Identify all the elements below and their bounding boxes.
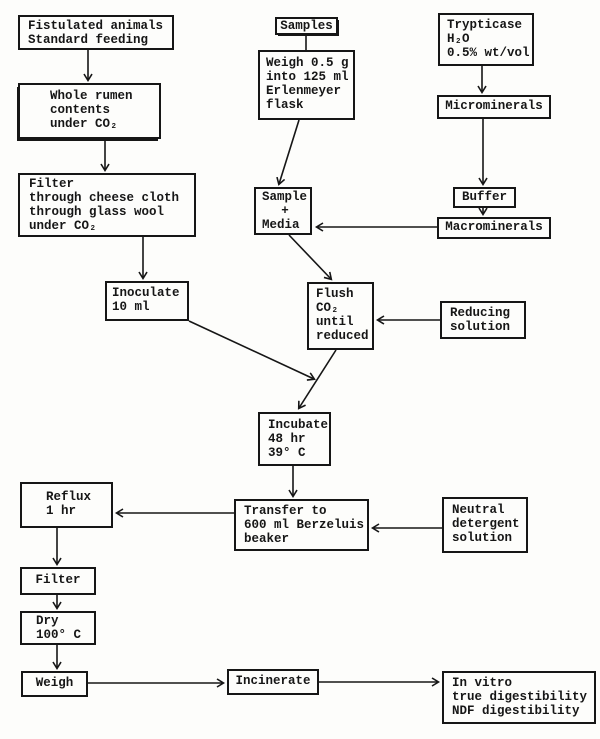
node-whole-rumen-contents: Whole rumen contents under CO₂ bbox=[18, 83, 161, 139]
node-filter-step: Filter bbox=[20, 567, 96, 595]
node-trypticase-solution: Trypticase H₂O 0.5% wt/vol bbox=[438, 13, 534, 66]
node-text-line: Media bbox=[262, 218, 300, 232]
node-text-line: Microminerals bbox=[445, 99, 543, 113]
node-text-line: CO₂ bbox=[316, 301, 339, 315]
node-text-line: 600 ml Berzeluis bbox=[244, 518, 365, 532]
node-neutral-detergent: Neutral detergent solution bbox=[442, 497, 528, 553]
node-text-line: Inoculate bbox=[112, 286, 180, 300]
node-text-line: Weigh bbox=[35, 676, 74, 690]
node-text-line: Trypticase bbox=[447, 18, 523, 32]
node-reducing-solution: Reducing solution bbox=[440, 301, 526, 339]
connector-weigh-flask-to-sample-media bbox=[279, 119, 300, 184]
node-dry: Dry 100° C bbox=[20, 611, 96, 645]
node-text-line: H₂O bbox=[447, 32, 470, 46]
node-text-line: Transfer to bbox=[244, 504, 327, 518]
node-text-line: true digestibility bbox=[452, 690, 588, 704]
node-text-line: 1 hr bbox=[46, 504, 77, 518]
node-text-line: 10 ml bbox=[112, 300, 150, 314]
node-text-line: Sample bbox=[262, 190, 308, 204]
node-text-line: Samples bbox=[280, 19, 333, 33]
node-text-line: Whole rumen bbox=[50, 89, 133, 103]
node-text-line: Filter bbox=[29, 177, 75, 191]
node-text-line: under CO₂ bbox=[29, 219, 97, 233]
node-text-line: Reducing bbox=[450, 306, 511, 320]
node-text-line: through cheese cloth bbox=[29, 191, 180, 205]
node-text-line: through glass wool bbox=[29, 205, 165, 219]
node-text-line: 39° C bbox=[268, 446, 306, 460]
node-text-line: Fistulated animals bbox=[28, 19, 164, 33]
node-text-line: 0.5% wt/vol bbox=[447, 46, 530, 60]
node-text-line: Filter bbox=[35, 573, 81, 587]
node-text-line: + bbox=[281, 204, 289, 218]
node-weigh-step: Weigh bbox=[21, 671, 88, 697]
node-text-line: Weigh 0.5 g bbox=[266, 56, 349, 70]
node-text-line: flask bbox=[266, 98, 304, 112]
node-text-line: Incubate bbox=[268, 418, 329, 432]
node-macrominerals: Macrominerals bbox=[437, 217, 551, 239]
node-samples: Samples bbox=[275, 17, 338, 35]
connector-sample-media-to-flush bbox=[288, 234, 331, 279]
node-buffer: Buffer bbox=[453, 187, 516, 208]
node-text-line: NDF digestibility bbox=[452, 704, 580, 718]
node-weigh-into-flask: Weigh 0.5 g into 125 ml Erlenmeyer flask bbox=[258, 50, 355, 120]
node-incinerate: Incinerate bbox=[227, 669, 319, 695]
node-text-line: into 125 ml bbox=[266, 70, 349, 84]
node-flush-co2: Flush CO₂ until reduced bbox=[307, 282, 374, 350]
node-text-line: Erlenmeyer bbox=[266, 84, 342, 98]
node-results-digestibility: In vitro true digestibility NDF digestib… bbox=[442, 671, 596, 724]
node-text-line: reduced bbox=[316, 329, 369, 343]
node-text-line: Standard feeding bbox=[28, 33, 149, 47]
node-text-line: 100° C bbox=[36, 628, 82, 642]
node-text-line: beaker bbox=[244, 532, 290, 546]
node-text-line: Flush bbox=[316, 287, 354, 301]
node-text-line: until bbox=[316, 315, 354, 329]
node-microminerals: Microminerals bbox=[437, 95, 551, 119]
node-fistulated-animals: Fistulated animals Standard feeding bbox=[18, 15, 174, 50]
node-text-line: Incinerate bbox=[235, 674, 311, 688]
node-text-line: solution bbox=[450, 320, 511, 334]
node-text-line: Dry bbox=[36, 614, 59, 628]
node-reflux: Reflux 1 hr bbox=[20, 482, 113, 528]
node-incubate: Incubate 48 hr 39° C bbox=[258, 412, 331, 466]
node-text-line: solution bbox=[452, 531, 513, 545]
node-text-line: Reflux bbox=[46, 490, 92, 504]
node-text-line: Neutral bbox=[452, 503, 505, 517]
node-inoculate: Inoculate 10 ml bbox=[105, 281, 189, 321]
node-filter-cheese-cloth: Filter through cheese cloth through glas… bbox=[18, 173, 196, 237]
node-text-line: 48 hr bbox=[268, 432, 306, 446]
node-text-line: In vitro bbox=[452, 676, 513, 690]
node-text-line: contents bbox=[50, 103, 111, 117]
node-sample-plus-media: Sample + Media bbox=[254, 187, 312, 235]
node-text-line: detergent bbox=[452, 517, 520, 531]
node-text-line: Macrominerals bbox=[445, 220, 543, 234]
node-text-line: Buffer bbox=[461, 190, 507, 204]
connector-flush-to-incubate bbox=[299, 349, 337, 408]
node-text-line: under CO₂ bbox=[50, 117, 118, 131]
connector-inoculate-to-junction bbox=[188, 320, 314, 379]
node-transfer-to-beaker: Transfer to 600 ml Berzeluis beaker bbox=[234, 499, 369, 551]
